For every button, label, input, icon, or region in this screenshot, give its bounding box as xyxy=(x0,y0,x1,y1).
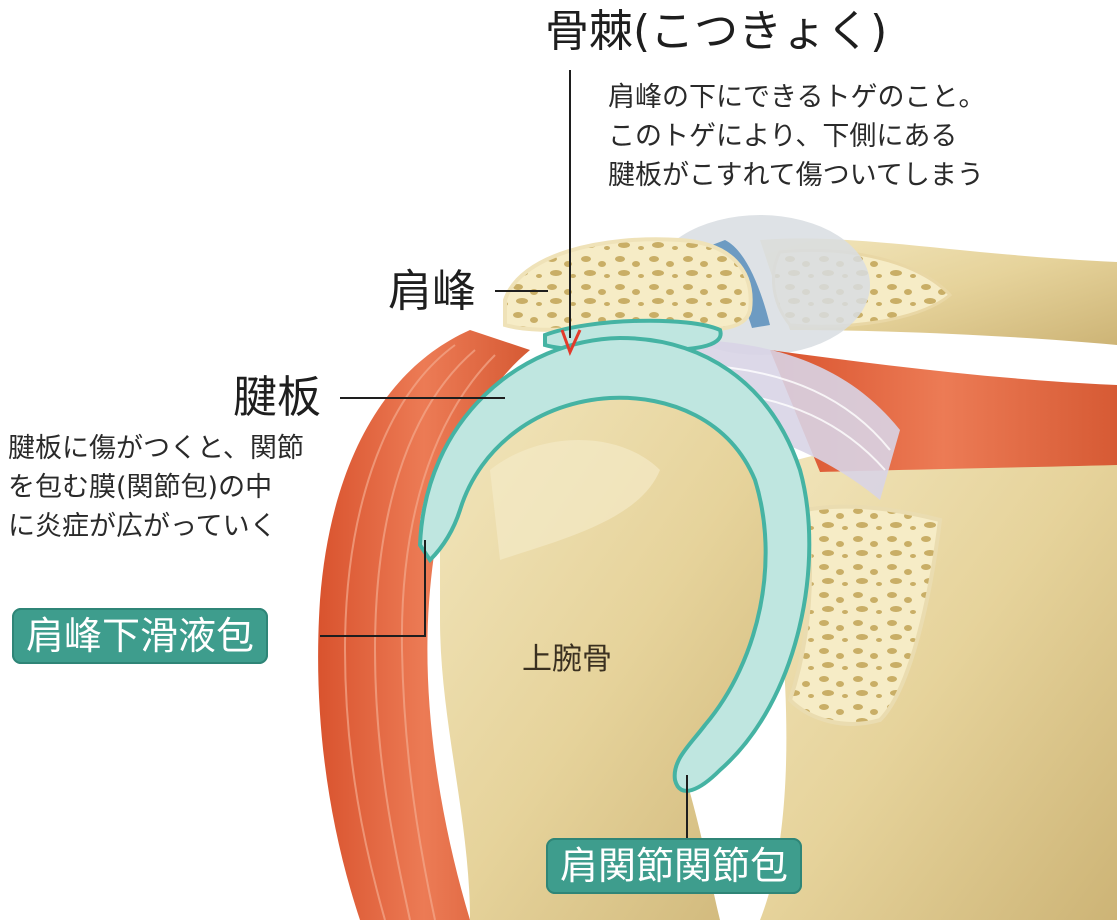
rotator-cuff-note: 腱板に傷がつくと、関節 を包む膜(関節包)の中 に炎症が広がっていく xyxy=(8,429,304,546)
joint-capsule-tag: 肩関節関節包 xyxy=(546,838,802,894)
acromion-bone xyxy=(505,239,751,330)
subacromial-bursa-tag: 肩峰下滑液包 xyxy=(12,608,268,664)
humerus-label: 上腕骨 xyxy=(522,645,612,675)
osteophyte-label: 骨棘(こつきょく) xyxy=(545,10,887,54)
rotator-cuff-label: 腱板 xyxy=(233,376,321,420)
osteophyte-note: 肩峰の下にできるトゲのこと。 このトゲにより、下側にある 腱板がこすれて傷ついて… xyxy=(608,78,985,195)
acromion-label: 肩峰 xyxy=(388,270,476,314)
